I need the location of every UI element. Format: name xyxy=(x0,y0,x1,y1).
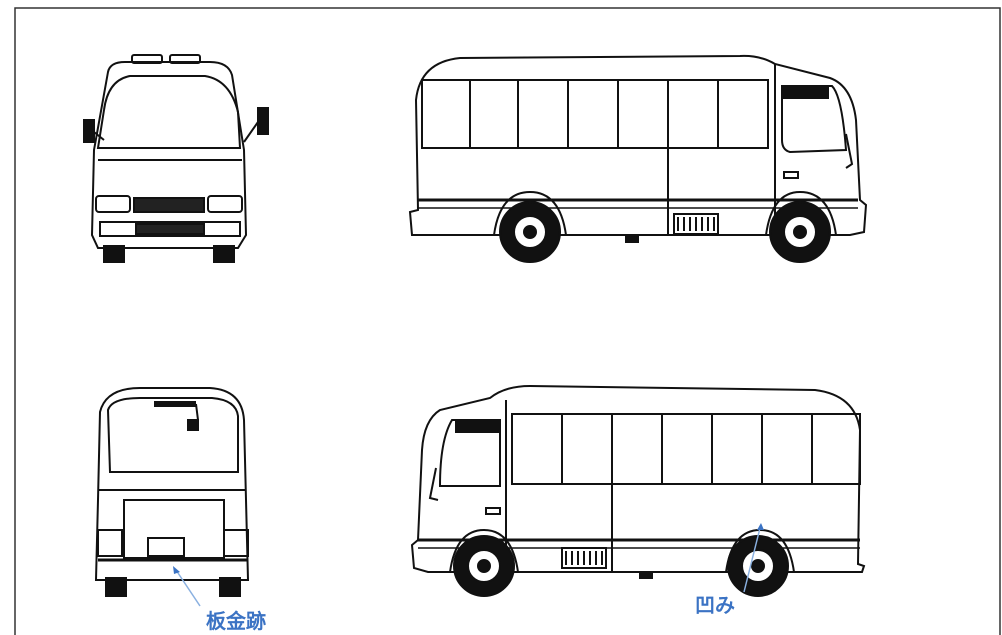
right-side-view xyxy=(408,54,868,263)
diagram-frame xyxy=(14,7,1001,635)
annotation-arrow-icon xyxy=(757,523,764,530)
annotation-label: 凹み xyxy=(695,593,735,617)
annotation-arrow-icon xyxy=(173,566,180,574)
annotation-pointer-line xyxy=(175,569,201,607)
wheel-rear-right xyxy=(499,201,561,263)
rear-view xyxy=(94,387,250,597)
annotation-repair-mark: 板金跡 xyxy=(173,566,266,633)
mirror-left xyxy=(83,119,95,143)
license-plate xyxy=(147,537,185,557)
annotation-label: 板金跡 xyxy=(206,609,266,633)
annotation-dent: 凹み xyxy=(695,523,764,617)
wheel-front-right xyxy=(769,201,831,263)
mirror-right xyxy=(257,107,269,135)
annotation-pointer-line xyxy=(743,527,761,593)
left-side-view xyxy=(410,384,866,597)
wheel-front-left xyxy=(453,535,515,597)
front-view xyxy=(83,54,269,263)
wheel-rear-left xyxy=(727,535,789,597)
